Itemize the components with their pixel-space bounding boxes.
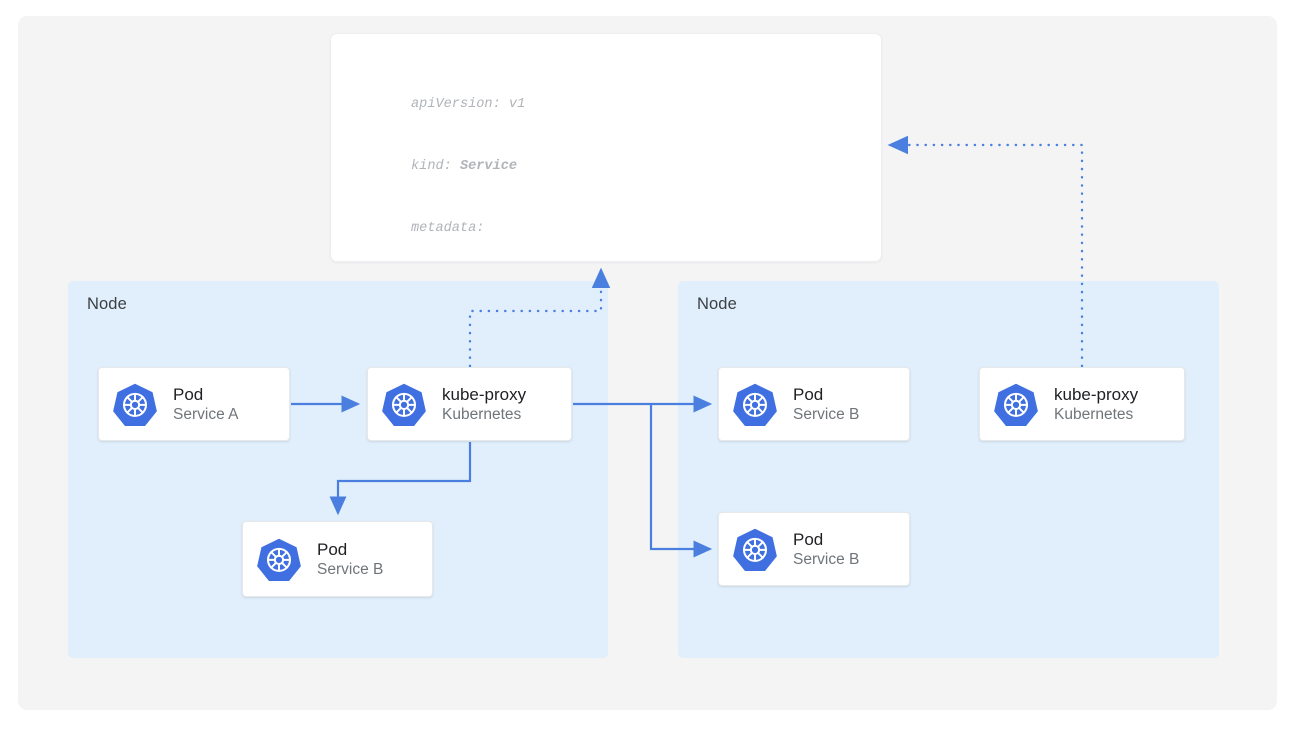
entity-card-pod-service-b-left[interactable]: Pod Service B [242,521,433,597]
node-container-right: Node [678,281,1219,658]
entity-subtitle: Kubernetes [442,405,522,423]
entity-text: Pod Service A [173,384,238,425]
kubernetes-helm-icon [257,538,301,581]
entity-card-pod-service-b-right-upper[interactable]: Pod Service B [718,367,910,441]
entity-title: kube-proxy [442,384,527,404]
entity-text: Pod Service B [317,539,383,580]
yaml-kind-value: Service [459,158,518,174]
entity-title: Pod [793,529,824,549]
entity-subtitle: Service A [173,405,239,423]
entity-text: Pod Service B [793,529,859,570]
entity-title: Pod [317,539,348,559]
entity-card-kube-proxy-left[interactable]: kube-proxy Kubernetes [367,367,572,441]
entity-text: kube-proxy Kubernetes [442,384,526,425]
entity-title: kube-proxy [1054,384,1139,404]
entity-card-pod-service-b-right-lower[interactable]: Pod Service B [718,512,910,586]
entity-text: Pod Service B [793,384,859,425]
kubernetes-helm-icon [113,383,157,426]
entity-card-pod-service-a[interactable]: Pod Service A [98,367,290,441]
node-label: Node [87,295,127,313]
yaml-kind-key: kind: [411,158,460,174]
entity-title: Pod [173,384,204,404]
kubernetes-helm-icon [994,383,1038,426]
kubernetes-helm-icon [733,383,777,426]
kubernetes-helm-icon [733,528,777,571]
entity-text: kube-proxy Kubernetes [1054,384,1138,425]
yaml-line: metadata: [411,221,485,237]
entity-subtitle: Kubernetes [1054,405,1134,423]
kubernetes-helm-icon [382,383,426,426]
service-manifest-code: apiVersion: v1 kind: Service metadata: n… [411,53,745,261]
entity-subtitle: Service B [793,550,860,568]
service-manifest-card: apiVersion: v1 kind: Service metadata: n… [330,33,882,262]
entity-subtitle: Service B [317,560,384,578]
entity-subtitle: Service B [793,405,860,423]
yaml-line: kind: Service [411,157,745,178]
node-container-left: Node [68,281,608,658]
entity-title: Pod [793,384,824,404]
entity-card-kube-proxy-right[interactable]: kube-proxy Kubernetes [979,367,1185,441]
yaml-line: apiVersion: v1 [411,96,526,112]
node-label: Node [697,295,737,313]
